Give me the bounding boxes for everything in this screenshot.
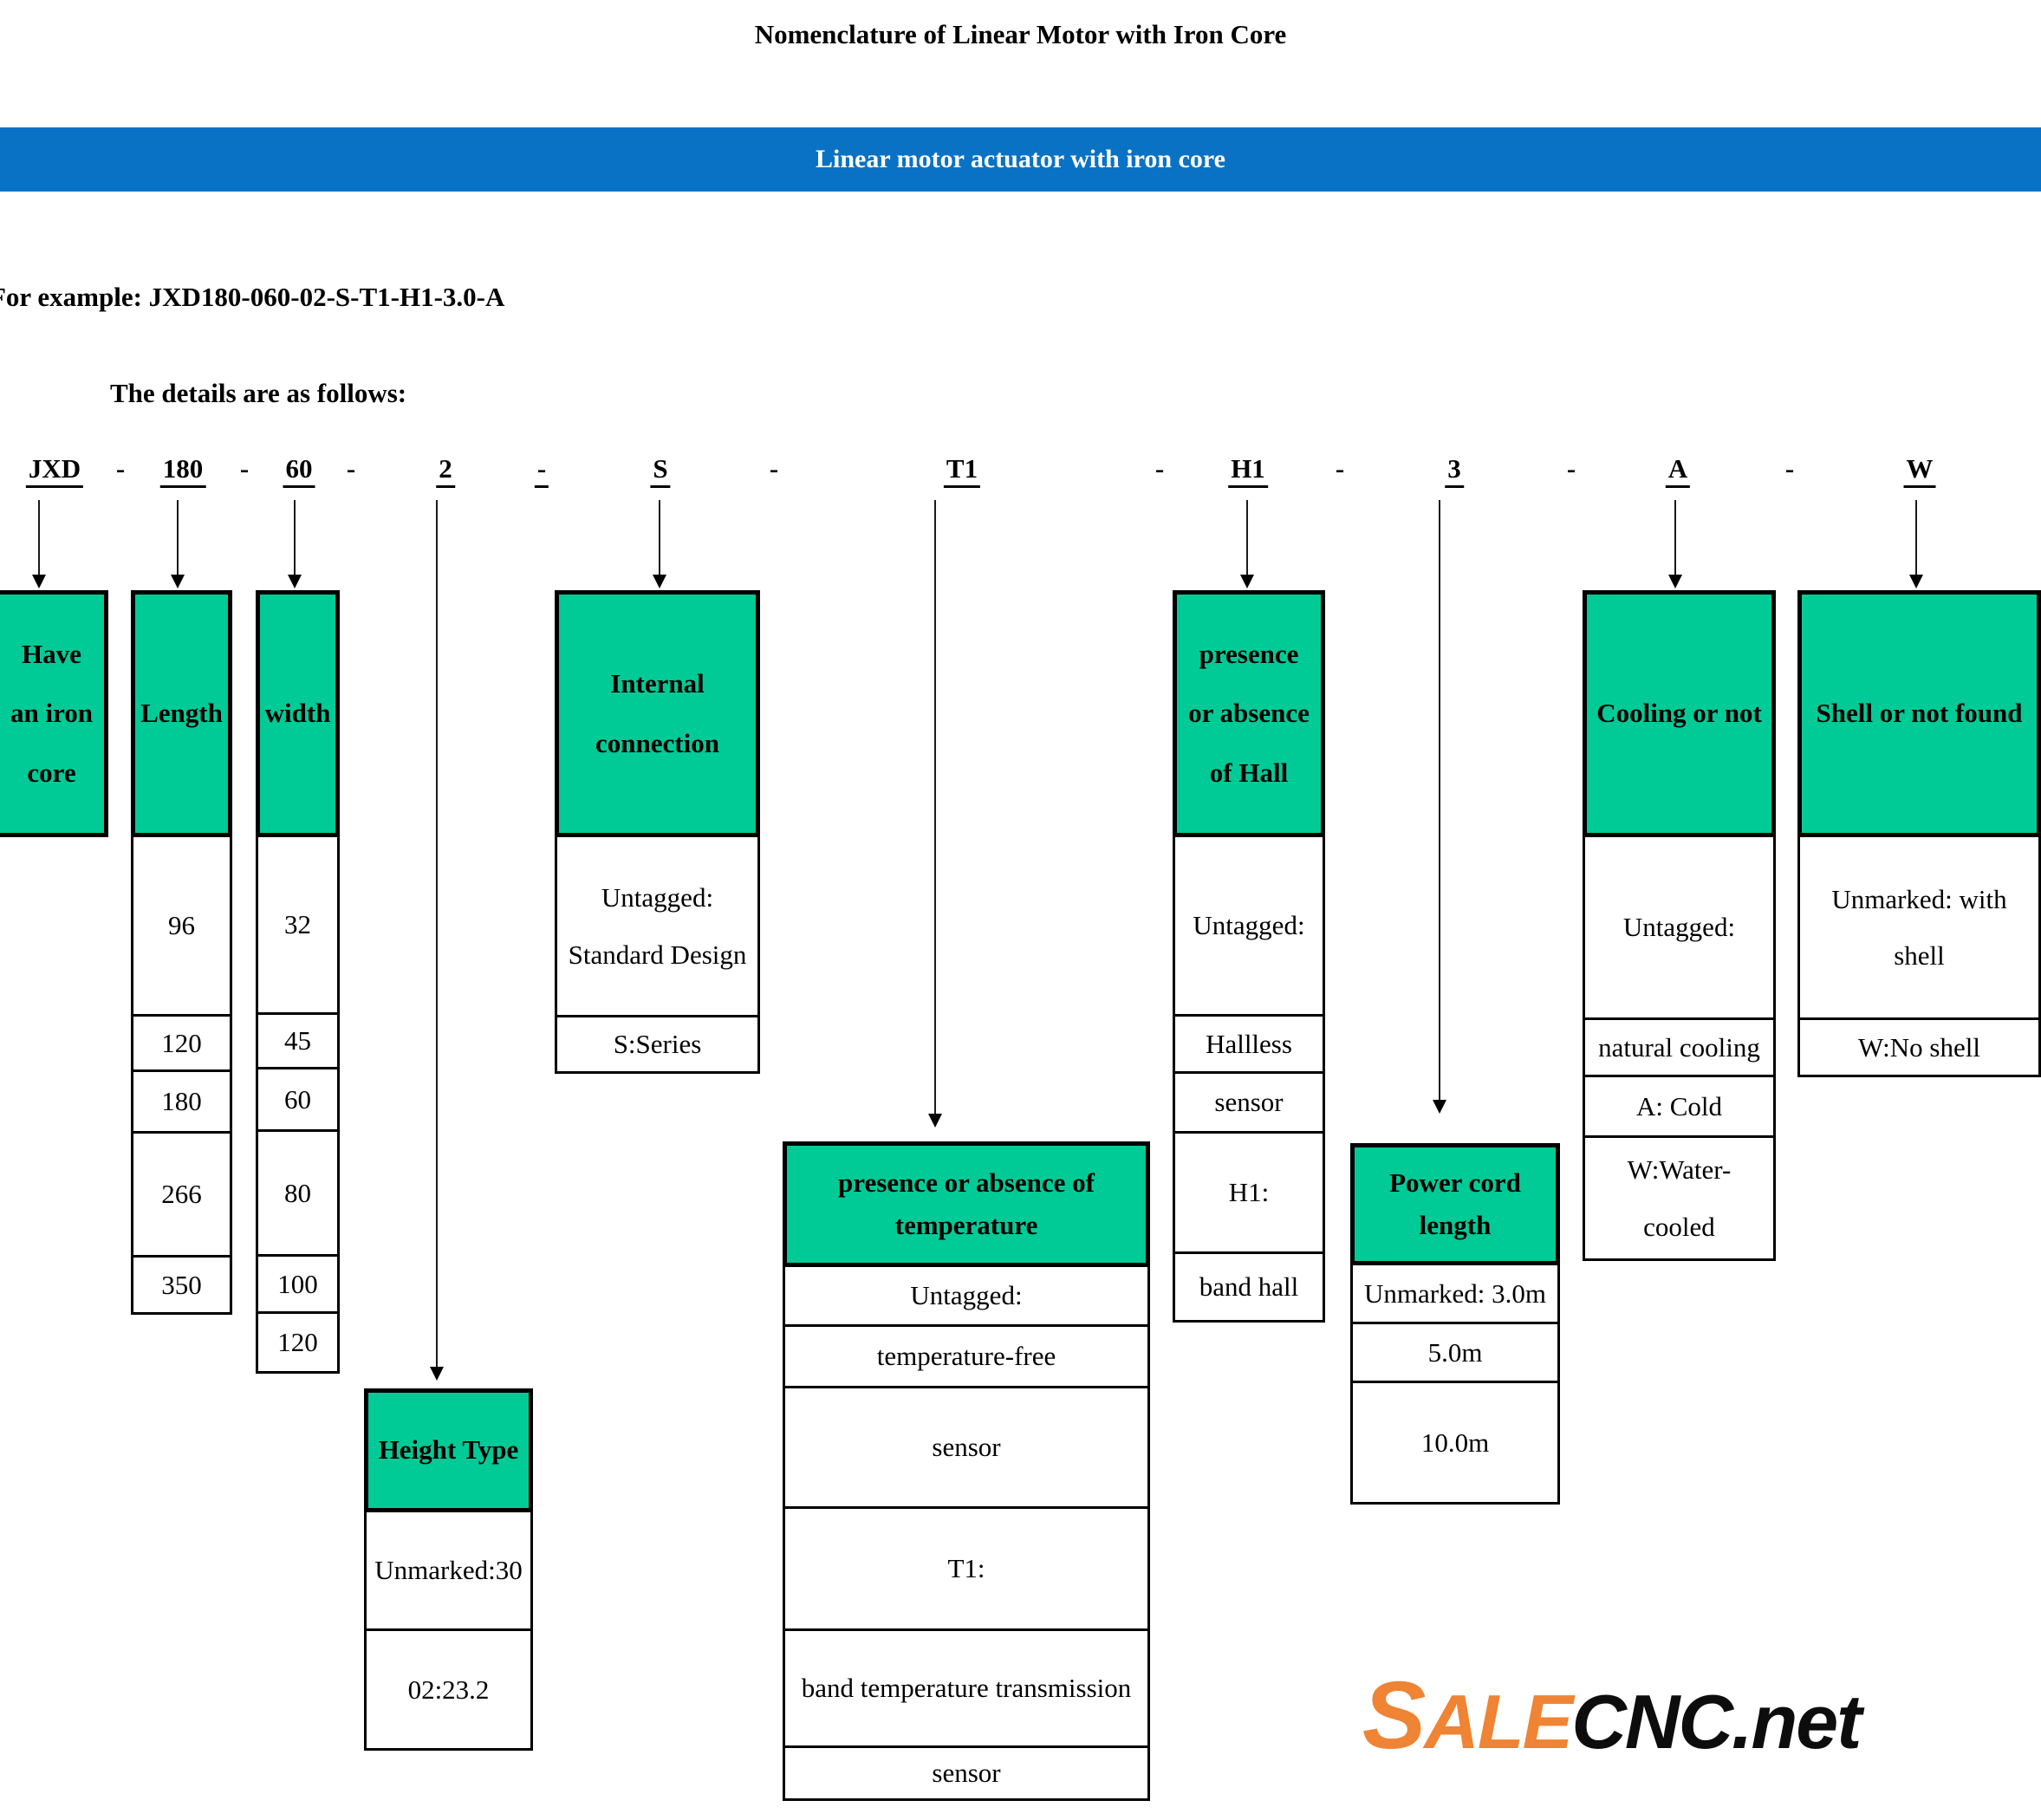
token-a: A xyxy=(1665,453,1691,488)
token-dash: - xyxy=(346,453,356,484)
cell-hall-sensor: sensor xyxy=(1173,1071,1325,1134)
arrow-60-icon xyxy=(294,500,296,575)
token-dash: - xyxy=(1335,453,1345,484)
header-height-type: Height Type xyxy=(364,1388,533,1512)
cell-width-120: 120 xyxy=(256,1311,340,1374)
cell-width-32: 32 xyxy=(256,835,340,1015)
cell-temp-band: band temperature transmission xyxy=(783,1628,1150,1748)
cell-power-3m: Unmarked: 3.0m xyxy=(1350,1263,1560,1324)
column-shell: Shell or not found Unmarked: with shell … xyxy=(1797,590,2041,1077)
header-internal-connection: Internal connection xyxy=(555,590,760,837)
header-power-cord: Power cord length xyxy=(1350,1143,1560,1265)
blue-banner: Linear motor actuator with iron core xyxy=(0,127,2041,192)
header-width: width xyxy=(256,590,340,837)
details-line: The details are as follows: xyxy=(110,378,407,408)
arrow-h1-icon xyxy=(1246,500,1248,575)
token-3: 3 xyxy=(1445,453,1464,488)
cell-width-45: 45 xyxy=(256,1012,340,1069)
column-internal-connection: Internal connection Untagged: Standard D… xyxy=(555,590,760,1074)
cell-temp-free: temperature-free xyxy=(783,1324,1150,1388)
cell-width-80: 80 xyxy=(256,1129,340,1257)
column-power-cord: Power cord length Unmarked: 3.0m 5.0m 10… xyxy=(1350,1143,1560,1505)
cell-hall-band-hall: band hall xyxy=(1173,1251,1325,1323)
cell-power-5m: 5.0m xyxy=(1350,1322,1560,1383)
token-dash: - xyxy=(115,453,126,484)
cell-cooling-untagged: Untagged: xyxy=(1583,835,1776,1020)
cell-hall-untagged: Untagged: xyxy=(1173,835,1325,1017)
token-dash: - xyxy=(1154,453,1165,484)
cell-temp-untagged: Untagged: xyxy=(783,1264,1150,1327)
token-w: W xyxy=(1903,453,1936,488)
cell-hall-h1: H1: xyxy=(1173,1131,1325,1254)
header-hall: presence or absence of Hall xyxy=(1173,590,1325,837)
header-iron-core: Have an iron core xyxy=(0,590,108,837)
column-length: Length 96 120 180 266 350 xyxy=(131,590,232,1315)
cell-height-02: 02:23.2 xyxy=(364,1628,533,1751)
arrow-a-icon xyxy=(1674,500,1676,575)
token-dash: - xyxy=(534,453,549,488)
cell-length-180: 180 xyxy=(131,1069,232,1134)
column-width: width 32 45 60 80 100 120 xyxy=(256,590,340,1374)
header-temperature: presence or absence of temperature xyxy=(783,1141,1150,1267)
header-shell: Shell or not found xyxy=(1797,590,2041,837)
cell-width-60: 60 xyxy=(256,1067,340,1132)
column-temperature: presence or absence of temperature Untag… xyxy=(783,1141,1150,1801)
token-h1: H1 xyxy=(1228,453,1268,488)
cell-length-350: 350 xyxy=(131,1255,232,1315)
token-60: 60 xyxy=(283,453,315,488)
column-hall: presence or absence of Hall Untagged: Ha… xyxy=(1173,590,1325,1323)
cell-height-unmarked: Unmarked:30 xyxy=(364,1510,533,1631)
cell-temp-sensor-2: sensor xyxy=(783,1745,1150,1801)
cell-temp-sensor: sensor xyxy=(783,1386,1150,1509)
page-title: Nomenclature of Linear Motor with Iron C… xyxy=(754,19,1287,49)
column-iron-core: Have an iron core xyxy=(0,590,108,837)
token-180: 180 xyxy=(159,453,206,488)
arrow-t1-icon xyxy=(934,500,936,1114)
logo-sale-text: SALE xyxy=(1362,1662,1573,1769)
cell-power-10m: 10.0m xyxy=(1350,1381,1560,1505)
token-dash: - xyxy=(769,453,779,484)
logo-domain-text: CNC.net xyxy=(1571,1679,1862,1765)
arrow-s-icon xyxy=(659,500,660,575)
cell-length-96: 96 xyxy=(131,835,232,1017)
cell-cooling-cold: A: Cold xyxy=(1583,1075,1776,1138)
cell-width-100: 100 xyxy=(256,1254,340,1314)
cell-internal-series: S:Series xyxy=(555,1015,760,1074)
token-dash: - xyxy=(1784,453,1795,484)
token-s: S xyxy=(650,453,671,488)
token-dash: - xyxy=(239,453,250,484)
salecnc-logo: SALECNC.net xyxy=(1362,1661,1862,1771)
example-code-line: For example: JXD180-060-02-S-T1-H1-3.0-A xyxy=(0,282,505,312)
token-2: 2 xyxy=(436,453,455,488)
arrow-180-icon xyxy=(177,500,179,575)
cell-internal-untagged: Untagged: Standard Design xyxy=(555,835,760,1017)
arrow-3-icon xyxy=(1439,500,1440,1100)
arrow-2-icon xyxy=(436,500,438,1367)
cell-length-120: 120 xyxy=(131,1014,232,1072)
token-t1: T1 xyxy=(943,453,981,488)
header-cooling: Cooling or not xyxy=(1583,590,1776,837)
token-dash: - xyxy=(1566,453,1576,484)
cell-shell-no: W:No shell xyxy=(1797,1017,2041,1077)
cell-cooling-natural: natural cooling xyxy=(1583,1017,1776,1077)
cell-shell-with: Unmarked: with shell xyxy=(1797,835,2041,1020)
arrow-w-icon xyxy=(1915,500,1917,575)
arrow-jxd-icon xyxy=(38,500,40,575)
cell-hall-hallless: Hallless xyxy=(1173,1014,1325,1074)
cell-temp-t1: T1: xyxy=(783,1506,1150,1631)
header-length: Length xyxy=(131,590,232,837)
column-cooling: Cooling or not Untagged: natural cooling… xyxy=(1583,590,1776,1261)
token-jxd: JXD xyxy=(25,453,84,488)
column-height-type: Height Type Unmarked:30 02:23.2 xyxy=(364,1388,533,1751)
cell-cooling-water: W:Water- cooled xyxy=(1583,1135,1776,1261)
cell-length-266: 266 xyxy=(131,1131,232,1258)
banner-label: Linear motor actuator with iron core xyxy=(816,145,1225,173)
